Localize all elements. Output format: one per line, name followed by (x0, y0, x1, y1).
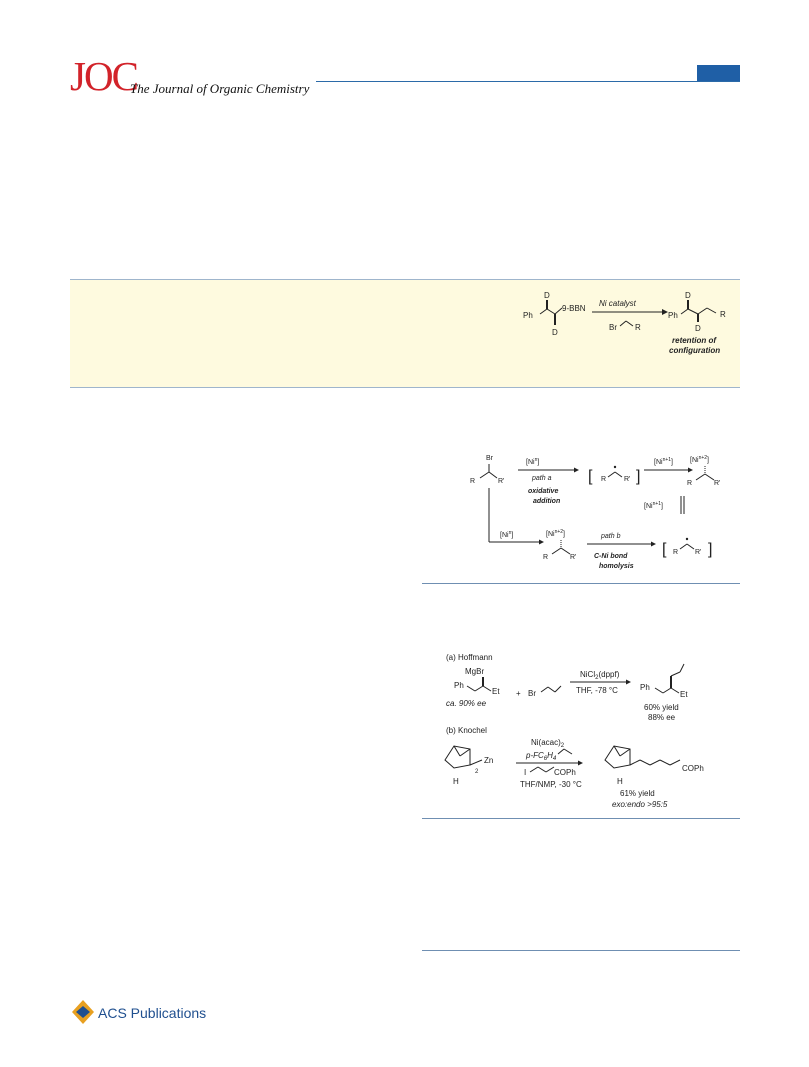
svg-text:MgBr: MgBr (465, 667, 484, 676)
svg-text:I: I (524, 768, 526, 777)
svg-text:[Nin+2]: [Nin+2] (690, 455, 709, 464)
svg-text:R: R (601, 476, 606, 483)
svg-text:H: H (617, 777, 623, 786)
svg-text:exo:endo >95:5: exo:endo >95:5 (612, 800, 668, 809)
svg-text:R': R' (624, 476, 630, 483)
ph-label: Ph (523, 311, 533, 320)
svg-text:H: H (453, 777, 459, 786)
r-label: R (470, 478, 475, 485)
svg-text:]: ] (708, 541, 712, 558)
scheme-rule (422, 583, 740, 584)
abstract-scheme: Ph D D 9-BBN Ni catalyst Br R Ph D D R r… (523, 291, 726, 355)
arrowhead (662, 309, 668, 315)
svg-text:Zn: Zn (484, 756, 493, 765)
svg-text:oxidative: oxidative (528, 488, 558, 495)
starting-borane: Ph D D 9-BBN (523, 291, 586, 337)
caption-line: configuration (669, 346, 720, 355)
svg-text:R: R (673, 549, 678, 556)
path-b-label: path b (600, 533, 621, 540)
svg-text:[Nin+1]: [Nin+1] (644, 501, 663, 510)
d-label: D (695, 324, 701, 333)
acs-logo-icon (72, 1000, 94, 1024)
svg-text:R': R' (714, 480, 720, 487)
svg-text:60% yield: 60% yield (644, 703, 679, 712)
svg-text:R': R' (695, 549, 701, 556)
svg-text:Et: Et (680, 690, 688, 699)
caption-line: retention of (672, 336, 717, 345)
r-label: R (635, 323, 641, 332)
svg-text:[Nin]: [Nin] (526, 457, 539, 466)
svg-text:homolysis: homolysis (599, 563, 634, 570)
svg-text:[Nin+2]: [Nin+2] (546, 529, 565, 538)
svg-text:]: ] (636, 468, 640, 485)
scheme-rule (422, 818, 740, 819)
product: Ph D D R (668, 291, 726, 333)
svg-text:R: R (543, 554, 548, 561)
svg-text:Et: Et (492, 687, 500, 696)
svg-text:p-FC6H4: p-FC6H4 (525, 751, 557, 762)
r-prime-label: R' (498, 478, 504, 485)
svg-text:R: R (687, 480, 692, 487)
path-a-label: path a (531, 475, 552, 482)
header-tab (697, 65, 740, 81)
svg-text:C-Ni bond: C-Ni bond (594, 553, 628, 560)
d-label: D (544, 291, 550, 300)
svg-text:Ph: Ph (640, 683, 650, 692)
svg-text:[: [ (662, 541, 667, 558)
section-a-label: (a) Hoffmann (446, 653, 493, 662)
ph-label: Ph (668, 311, 678, 320)
scheme-rule (422, 950, 740, 951)
svg-text:+: + (516, 689, 521, 698)
svg-text:61% yield: 61% yield (620, 789, 655, 798)
svg-text:NiCl2(dppf): NiCl2(dppf) (580, 670, 620, 681)
scheme-cross-coupling-examples: (a) Hoffmann MgBr Ph Et ca. 90% ee + Br … (444, 653, 704, 809)
svg-text:Ph: Ph (454, 681, 464, 690)
svg-text:Br: Br (528, 689, 536, 698)
svg-text:THF, -78 °C: THF, -78 °C (576, 686, 618, 695)
d-label: D (685, 291, 691, 300)
catalyst-label: Ni catalyst (599, 299, 637, 308)
svg-text:COPh: COPh (682, 764, 704, 773)
abstract-graphic-box: Ph D D 9-BBN Ni catalyst Br R Ph D D R r… (70, 279, 740, 388)
reagent-label: 9-BBN (562, 304, 586, 313)
br-label: Br (486, 455, 494, 462)
br-label: Br (609, 323, 617, 332)
d-label: D (552, 328, 558, 337)
svg-text:2: 2 (475, 769, 479, 775)
svg-text:88% ee: 88% ee (648, 713, 676, 722)
scheme-radical-pathways: Br R R' [Nin] path a oxidative addition … (470, 455, 720, 570)
svg-text:Ni(acac)2: Ni(acac)2 (531, 738, 565, 749)
svg-text:[Nin]: [Nin] (500, 530, 513, 539)
r-label: R (720, 310, 726, 319)
section-b-label: (b) Knochel (446, 726, 487, 735)
svg-text:COPh: COPh (554, 768, 576, 777)
svg-text:R': R' (570, 554, 576, 561)
journal-name: The Journal of Organic Chemistry (130, 81, 310, 96)
svg-text:addition: addition (533, 498, 560, 505)
header-rule (316, 81, 740, 82)
svg-text:THF/NMP, -30 °C: THF/NMP, -30 °C (520, 780, 582, 789)
svg-text:[: [ (588, 468, 593, 485)
svg-text:ca. 90% ee: ca. 90% ee (446, 699, 487, 708)
publisher-name: ACS Publications (98, 1005, 207, 1021)
svg-text:[Nin+1]: [Nin+1] (654, 457, 673, 466)
journal-logo: JOC (70, 53, 139, 99)
